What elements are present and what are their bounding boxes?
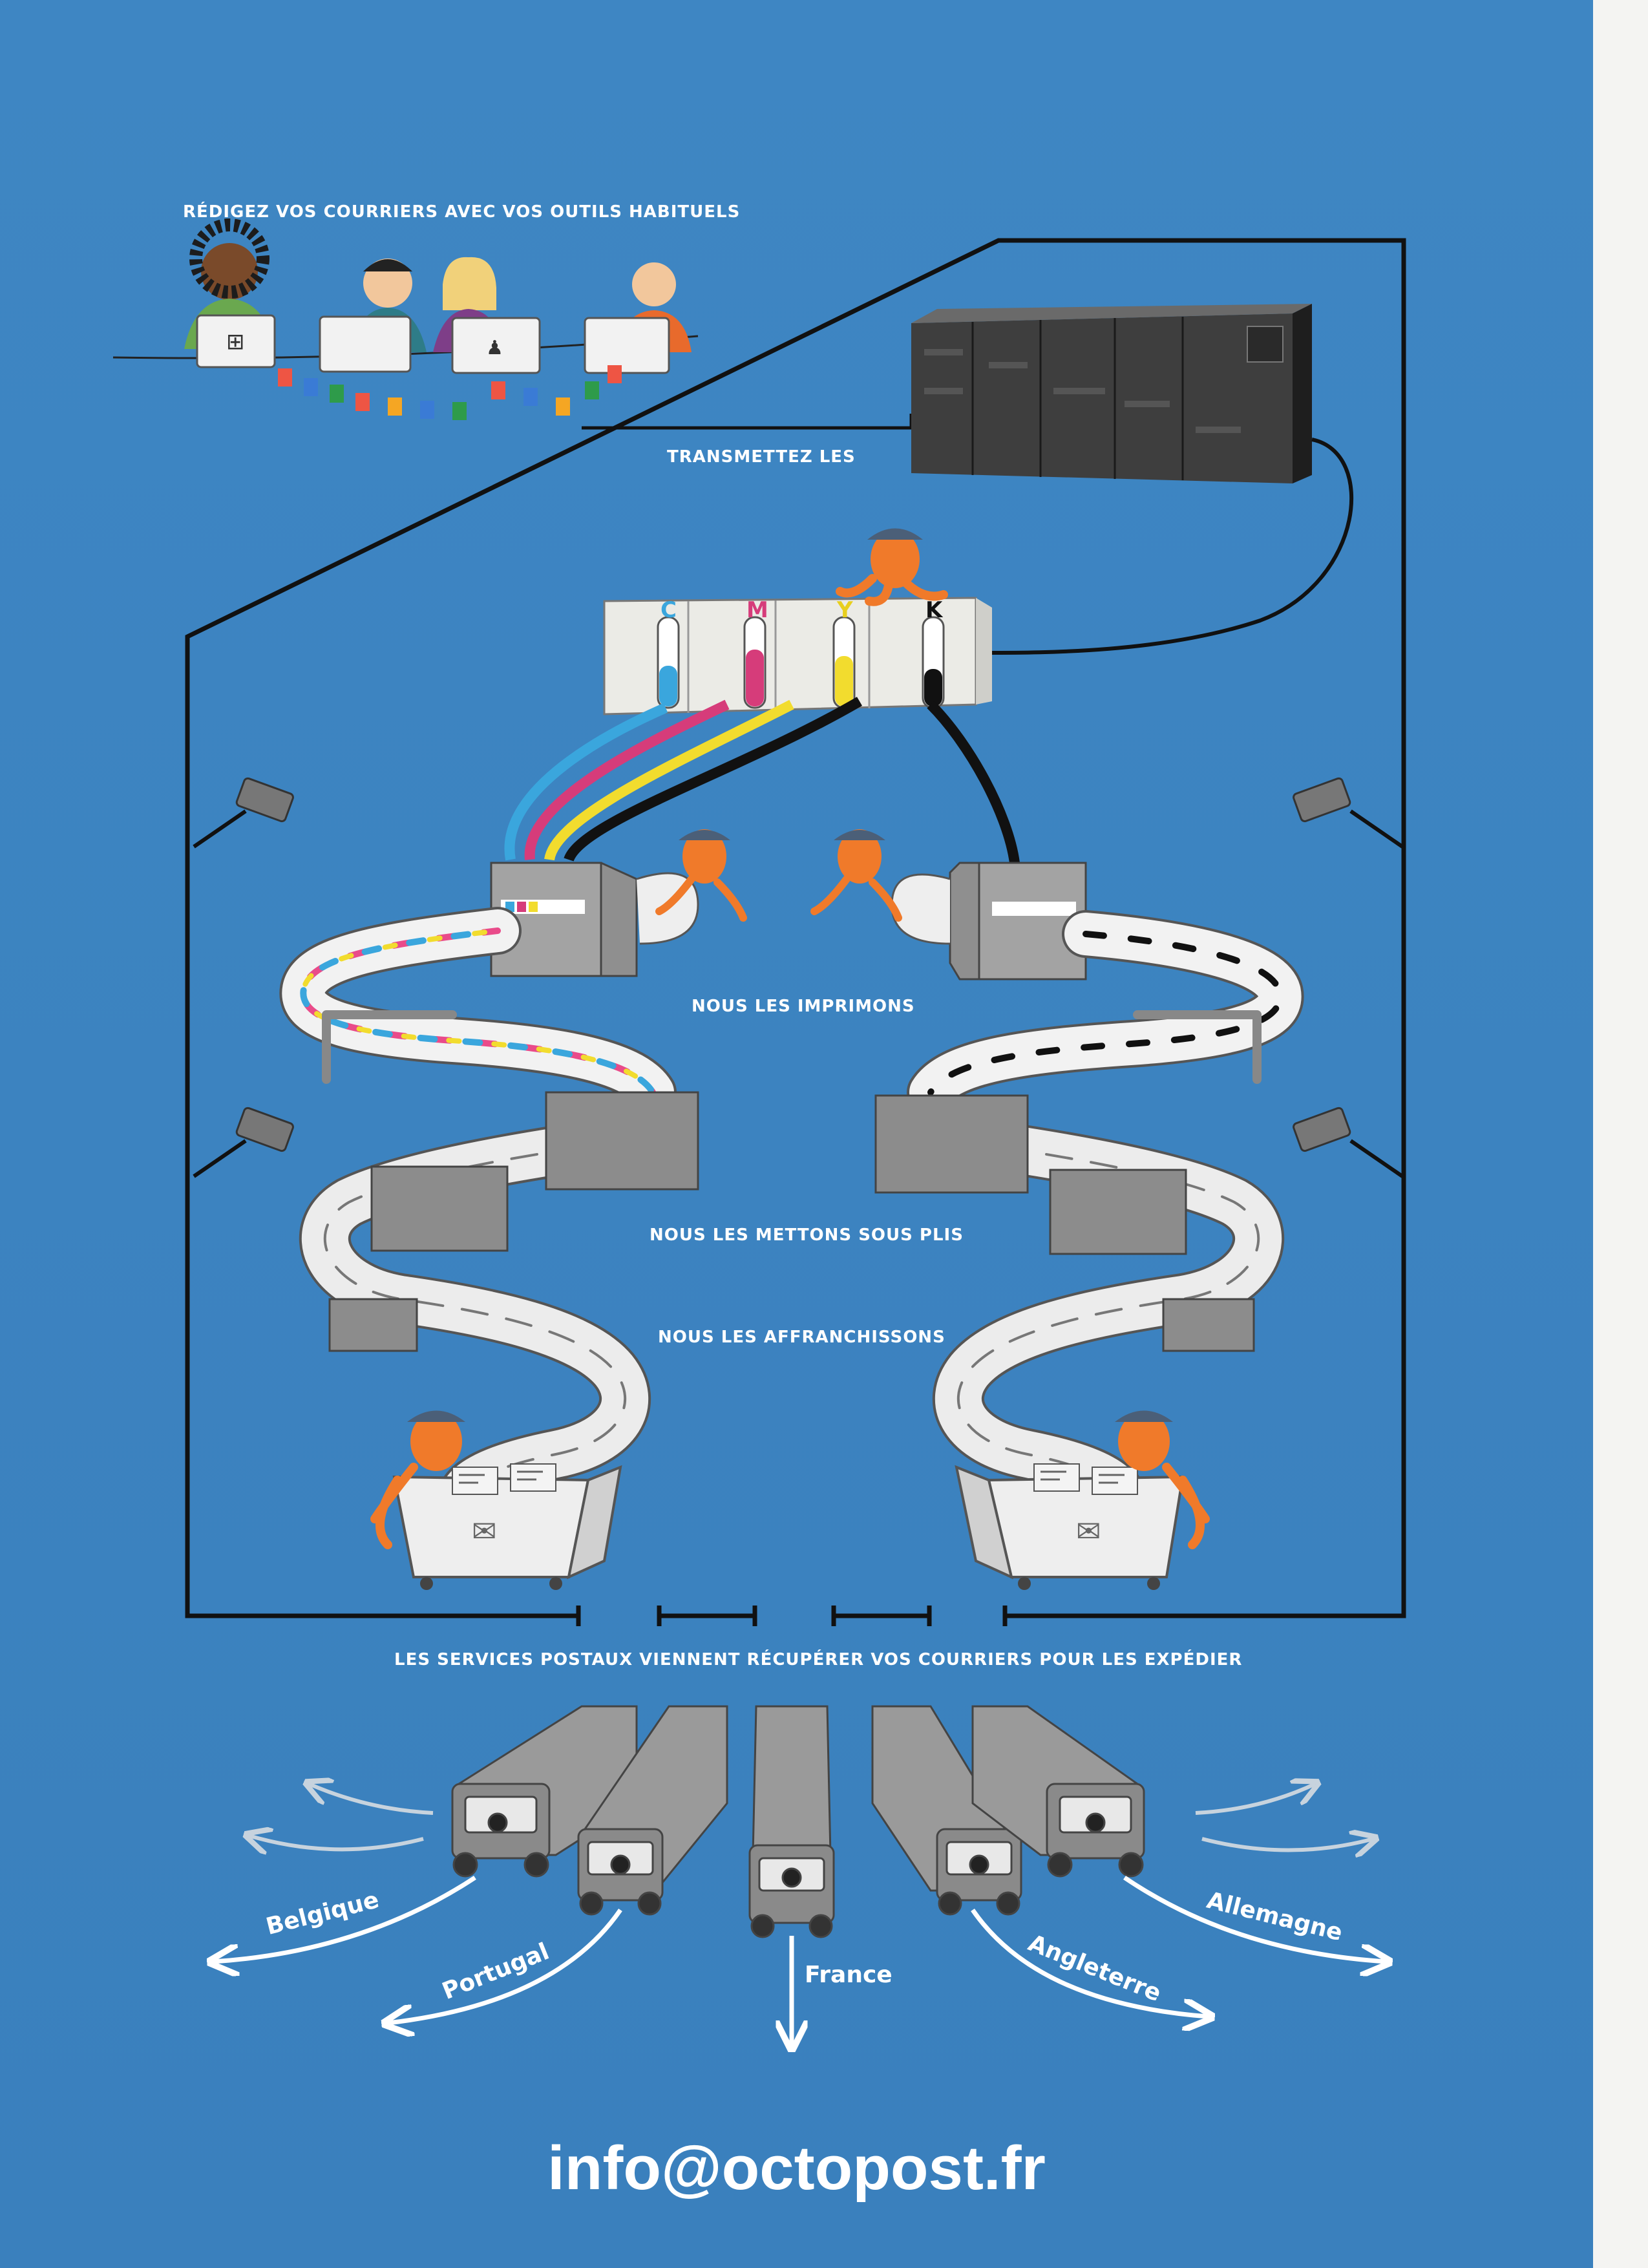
server-rack [911, 304, 1354, 655]
truck-icon [871, 1705, 1022, 1916]
camera-icon [1293, 1107, 1404, 1178]
color-printer [490, 862, 699, 977]
flyer-page: ⊞ ♟ [0, 0, 1593, 2268]
destination-france: France [805, 1962, 893, 1988]
mono-printer [891, 862, 1087, 980]
camera-icon [1293, 777, 1404, 849]
delivery-trucks [451, 1705, 1145, 1938]
document-icons [278, 365, 622, 420]
octopus-mascot [810, 829, 902, 922]
step-write-label: RÉDIGEZ VOS COURRIERS AVEC VOS OUTILS HA… [183, 202, 741, 222]
camera-icon [193, 1107, 294, 1178]
contact-email[interactable]: info@octopost.fr [547, 2134, 1046, 2203]
arrow-belgique [213, 1876, 476, 1962]
facility-exits [576, 1606, 1008, 1626]
truck-icon [577, 1705, 728, 1916]
ink-label-k: K [925, 597, 944, 623]
truck-icon [971, 1705, 1145, 1878]
step-postal-label: LES SERVICES POSTAUX VIENNENT RÉCUPÉRER … [394, 1650, 1243, 1669]
destination-arrows [213, 1876, 1386, 2046]
mail-bin: ✉ [955, 1410, 1210, 1590]
step-transmit-label: TRANSMETTEZ LES [667, 447, 856, 467]
envelope-machine [328, 1091, 699, 1352]
octopus-mascot [1115, 1410, 1210, 1549]
server-cable [982, 438, 1354, 655]
illustration: ⊞ ♟ [112, 218, 1406, 2268]
ink-label-y: Y [836, 597, 853, 623]
camera-icon [193, 777, 294, 849]
facility-outline [185, 238, 1406, 1618]
server-vent-icon [1247, 326, 1284, 363]
mail-logo-icon: ✉ [472, 1514, 497, 1549]
step-stamp-label: NOUS LES AFFRANCHISSONS [658, 1328, 945, 1347]
octopus-mascot [655, 829, 747, 922]
envelope-machine [874, 1094, 1255, 1352]
arrow-portugal [388, 1909, 622, 2023]
linux-logo-icon: ♟ [486, 337, 503, 359]
arrow-angleterre [971, 1909, 1209, 2017]
step-print-label: NOUS LES IMPRIMONS [692, 997, 915, 1016]
ink-label-c: C [660, 597, 677, 623]
truck-icon [748, 1705, 835, 1938]
security-cameras [193, 777, 1404, 1178]
windows-logo-icon: ⊞ [226, 329, 245, 355]
mail-bin: ✉ [370, 1410, 622, 1590]
mail-logo-icon: ✉ [1076, 1514, 1101, 1549]
arrow-allemagne [1123, 1876, 1386, 1962]
users-group: ⊞ ♟ [112, 218, 913, 430]
ink-label-m: M [746, 597, 768, 623]
step-enclose-label: NOUS LES METTONS SOUS PLIS [650, 1225, 964, 1245]
octopus-mascot [370, 1410, 465, 1549]
ink-unit: C M Y K [504, 528, 1020, 864]
octopus-mascot [836, 528, 948, 606]
grey-route-arrows [249, 1784, 1373, 1850]
user-head [201, 243, 258, 300]
right-conveyor [907, 910, 1304, 1532]
